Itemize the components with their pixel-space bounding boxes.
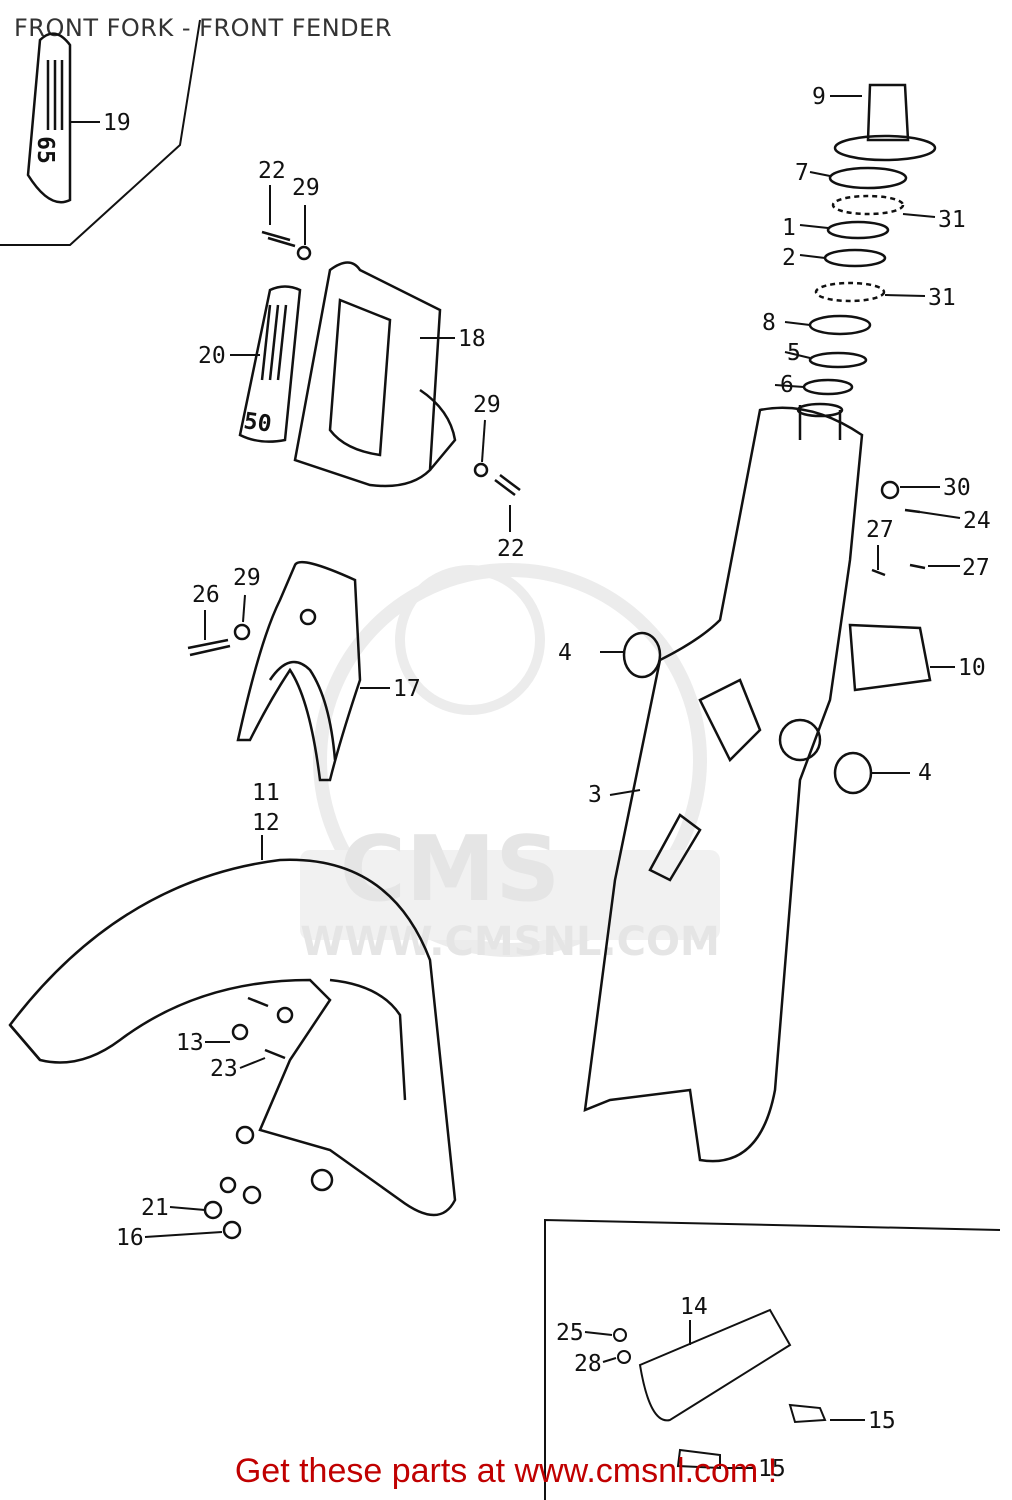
part-20-decal: 50	[238, 285, 302, 443]
callout-24: 24	[963, 508, 991, 534]
callout-31-lower: 31	[928, 285, 956, 311]
watermark-brand: CMS	[340, 817, 560, 922]
callout-22-mid: 22	[497, 536, 525, 562]
callout-13: 13	[176, 1030, 204, 1056]
callout-4-left: 4	[558, 640, 572, 666]
callout-3: 3	[588, 782, 602, 808]
callout-21: 21	[141, 1195, 169, 1221]
steering-head-parts	[802, 83, 937, 396]
callout-27-left: 27	[866, 517, 894, 543]
callout-29-top: 29	[292, 175, 320, 201]
part-18-fork-cover	[293, 261, 457, 488]
callout-labels: 1 2 3 4 4 5 6 7 8 9 10 11 12 13 14 15 15…	[103, 84, 991, 1482]
box-decal-19	[0, 19, 201, 246]
callout-27-right: 27	[962, 555, 990, 581]
callout-18: 18	[458, 326, 486, 352]
callout-2: 2	[782, 245, 796, 271]
callout-5: 5	[787, 340, 801, 366]
watermark-url: WWW.CMSNL.COM	[300, 919, 720, 965]
callout-10: 10	[958, 655, 986, 681]
callout-9: 9	[812, 84, 826, 110]
callout-29-left: 29	[233, 565, 261, 591]
leader-lines	[70, 95, 961, 1469]
callout-23: 23	[210, 1056, 238, 1082]
callout-25: 25	[556, 1320, 584, 1346]
callout-28: 28	[574, 1351, 602, 1377]
part-17-lower-cover	[236, 560, 362, 782]
watermark: CMS WWW.CMSNL.COM	[300, 563, 720, 965]
callout-1: 1	[782, 215, 796, 241]
callout-8: 8	[762, 310, 776, 336]
part-3-front-fork	[583, 402, 864, 1163]
page-title: FRONT FORK - FRONT FENDER	[14, 14, 392, 42]
part-19-decal: 65	[26, 32, 72, 204]
callout-22-top: 22	[258, 158, 286, 184]
small-parts	[622, 480, 932, 795]
callout-19: 19	[103, 110, 131, 136]
callout-6: 6	[780, 372, 794, 398]
callout-29-mid: 29	[473, 392, 501, 418]
callout-15-upper: 15	[868, 1408, 896, 1434]
callout-26: 26	[192, 582, 220, 608]
inset-box	[544, 1218, 1001, 1500]
part-11-12-front-fender	[8, 858, 457, 1217]
callout-17: 17	[393, 676, 421, 702]
callout-4-right: 4	[918, 760, 932, 786]
hardware	[187, 230, 521, 1240]
callout-15-lower: 15	[758, 1456, 786, 1482]
callout-12: 12	[252, 810, 280, 836]
callout-31-upper: 31	[938, 207, 966, 233]
callout-7: 7	[795, 160, 809, 186]
callout-16: 16	[116, 1225, 144, 1251]
decal-20-text: 50	[242, 408, 273, 438]
callout-14: 14	[680, 1294, 708, 1320]
decal-19-text: 65	[32, 136, 58, 164]
callout-30: 30	[943, 475, 971, 501]
callout-20: 20	[198, 343, 226, 369]
footer-cta-link[interactable]: Get these parts at www.cmsnl.com !	[234, 1452, 778, 1490]
callout-11: 11	[252, 780, 280, 806]
